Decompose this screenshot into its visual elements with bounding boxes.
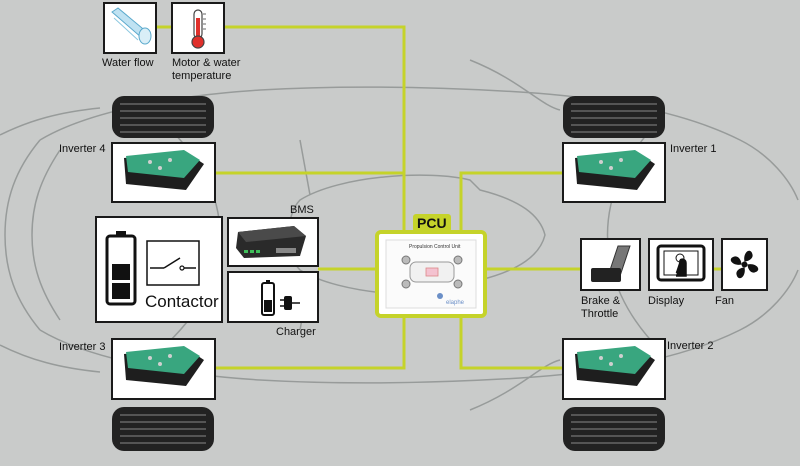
pcu-screen-title: Propulsion Control Unit [409,244,461,250]
inverter-1-label: Inverter 1 [670,143,717,155]
inverter-4-box [111,142,216,203]
charger-label: Charger [276,326,316,338]
motor-temp-label-line2: temperature [172,70,232,82]
display-label: Display [648,295,685,307]
battery-contactor-box [95,216,223,323]
switch-icon [146,240,200,286]
pcu-car-schematic [401,255,463,299]
motor-temp-label-line1: Motor & water [172,57,241,69]
brake-label-line1: Brake & [581,295,621,307]
bms-label: BMS [290,204,314,216]
charger-plug-icon [261,280,300,316]
tire-rear-right [563,407,665,451]
charger-box [227,271,319,323]
bms-box [227,217,319,267]
fan-icon [730,250,759,279]
tire-front-right [563,96,665,138]
inverter-3-box [111,338,216,400]
pcu-box [375,230,487,318]
tire-front-left [112,96,214,138]
inverter-4-label: Inverter 4 [59,143,106,155]
contactor-label: Contactor [145,292,219,311]
thermometer-icon [171,2,225,54]
water-flow-sensor-icon [103,2,157,54]
line-sensors [224,25,406,232]
water-flow-label: Water flow [102,57,154,69]
display-box [648,238,714,291]
inverter-1-box [562,142,666,203]
brake-throttle-box [580,238,641,291]
inverter-2-box [562,338,666,400]
pcu-brand: elaphe [446,300,465,306]
line-inverter3 [215,316,406,370]
pcu-title: PCU [413,214,451,232]
line-inverter1 [459,171,562,232]
inverter-3-label: Inverter 3 [59,341,106,353]
inverter-2-label: Inverter 2 [667,340,714,352]
fan-box [721,238,768,291]
line-inverter2 [459,316,562,370]
connection-lines [156,25,722,370]
tire-rear-left [112,407,214,451]
fan-label: Fan [715,295,734,307]
battery-icon [105,231,137,306]
brake-label-line2: Throttle [581,308,619,320]
pedal-icon [591,245,631,282]
touch-display-icon [656,244,706,282]
